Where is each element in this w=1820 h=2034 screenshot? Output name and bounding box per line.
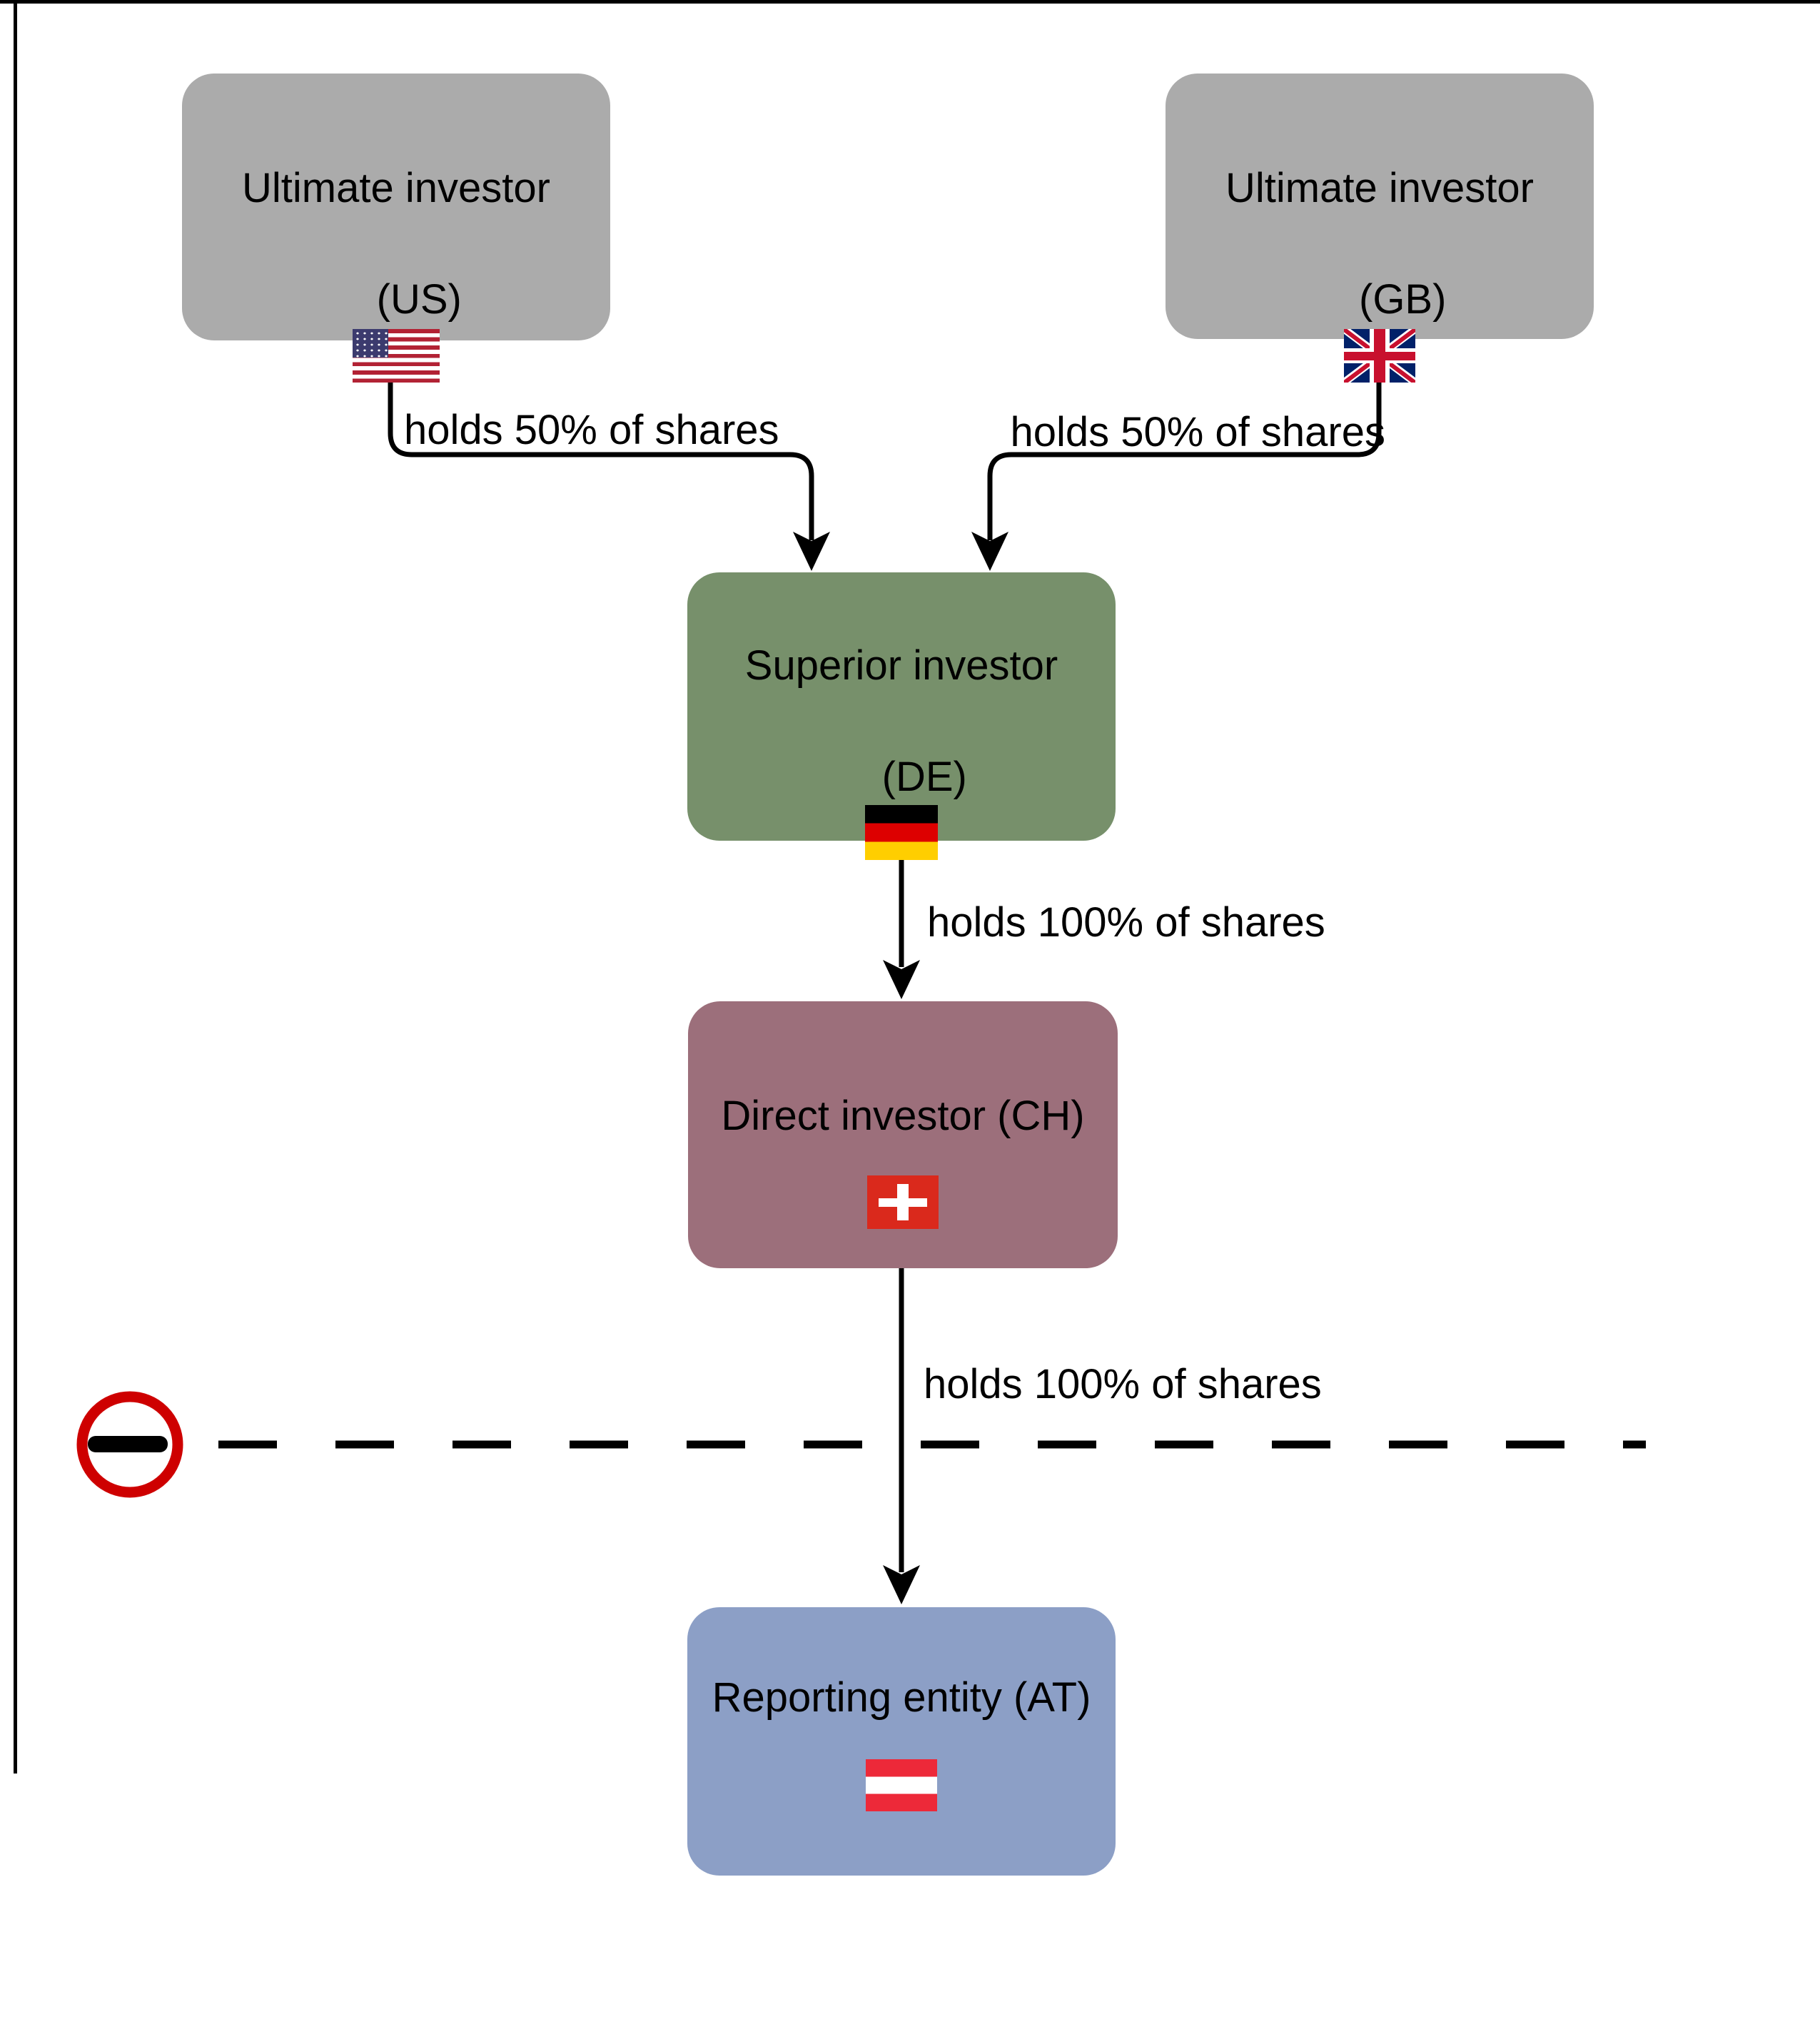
node-de-label-line1: Superior investor [744,642,1058,689]
frame-top-line [0,0,1820,4]
node-de-label-line2: (DE) [881,754,967,800]
ch-flag-icon [867,1175,939,1229]
us-flag-icon [353,329,440,383]
node-us-label-line2: (US) [376,276,462,323]
at-flag-icon [866,1759,937,1811]
gb-flag-icon [1344,329,1415,383]
connector-gb-de [987,339,1382,540]
arrowhead-de-ch [883,960,920,999]
edge-label-ch-at: holds 100% of shares [924,1361,1322,1407]
edge-label-us-de: holds 50% of shares [404,407,779,453]
node-at-label: Reporting entity (AT) [712,1674,1091,1721]
edge-label-gb-de: holds 50% of shares [1010,409,1385,455]
arrowhead-us-de [793,532,830,571]
node-direct-investor-ch: Direct investor (CH) [688,1001,1118,1268]
no-entry-icon [76,1391,183,1498]
arrowhead-gb-de [971,532,1008,571]
frame-left-line [14,0,17,1774]
node-ultimate-investor-gb: Ultimate investor (GB) [1166,74,1594,383]
node-ch-label: Direct investor (CH) [721,1093,1085,1139]
node-superior-investor-de: Superior investor (DE) [687,572,1116,860]
arrowhead-ch-at [883,1565,920,1604]
node-reporting-entity-at: Reporting entity (AT) [687,1607,1116,1876]
connector-us-de [388,340,814,540]
edge-label-de-ch: holds 100% of shares [927,899,1325,946]
node-gb-label-line1: Ultimate investor [1225,165,1534,211]
node-gb-label-line2: (GB) [1359,276,1447,323]
node-ultimate-investor-us: Ultimate investor (US) [182,74,610,383]
de-flag-icon [865,805,938,860]
node-us-label-line1: Ultimate investor [242,165,550,211]
